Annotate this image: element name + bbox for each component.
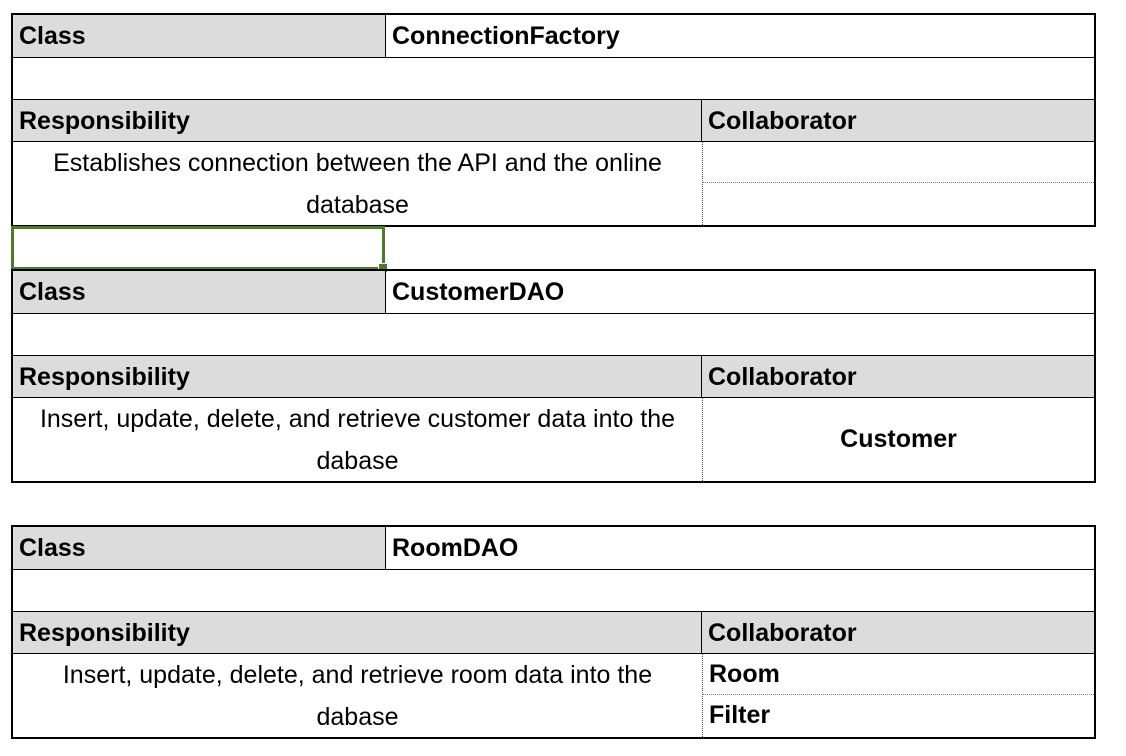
collaborator-item: Customer xyxy=(840,425,957,453)
crc-card-roomdao: Class RoomDAO Responsibility Collaborato… xyxy=(11,525,1096,739)
class-name: ConnectionFactory xyxy=(392,22,620,50)
class-row: Class ConnectionFactory xyxy=(13,15,1094,58)
collaborator-cell[interactable] xyxy=(702,142,1094,225)
class-label-cell[interactable]: Class xyxy=(13,527,386,569)
responsibility-header-cell[interactable]: Responsibility xyxy=(13,356,702,397)
collaborator-header-cell[interactable]: Collaborator xyxy=(702,356,1094,397)
collaborator-cell[interactable]: Room Filter xyxy=(702,654,1094,737)
class-name-cell[interactable]: RoomDAO xyxy=(386,527,1094,569)
class-row: Class CustomerDAO xyxy=(13,271,1094,314)
body-row: Insert, update, delete, and retrieve roo… xyxy=(13,654,1094,737)
crc-card-customerdao: Class CustomerDAO Responsibility Collabo… xyxy=(11,269,1096,483)
class-name: RoomDAO xyxy=(392,534,519,562)
responsibility-text[interactable]: Insert, update, delete, and retrieve roo… xyxy=(62,661,653,731)
responsibility-header-cell[interactable]: Responsibility xyxy=(13,100,702,141)
collaborator-item[interactable] xyxy=(703,142,1094,183)
collaborator-cell[interactable]: Customer xyxy=(702,398,1094,481)
header-row: Responsibility Collaborator xyxy=(13,100,1094,142)
class-row: Class RoomDAO xyxy=(13,527,1094,570)
collaborator-header: Collaborator xyxy=(708,107,857,135)
empty-row[interactable] xyxy=(13,570,1094,612)
empty-row[interactable] xyxy=(13,58,1094,100)
collaborator-header: Collaborator xyxy=(708,619,857,647)
class-label: Class xyxy=(19,534,86,562)
selected-cell[interactable] xyxy=(11,226,388,273)
responsibility-header-cell[interactable]: Responsibility xyxy=(13,612,702,653)
class-name: CustomerDAO xyxy=(392,278,565,306)
class-name-cell[interactable]: CustomerDAO xyxy=(386,271,1094,313)
class-label: Class xyxy=(19,22,86,50)
header-row: Responsibility Collaborator xyxy=(13,612,1094,654)
class-label-cell[interactable]: Class xyxy=(13,271,386,313)
body-row: Establishes connection between the API a… xyxy=(13,142,1094,225)
header-row: Responsibility Collaborator xyxy=(13,356,1094,398)
responsibility-header: Responsibility xyxy=(19,363,190,391)
collaborator-header-cell[interactable]: Collaborator xyxy=(702,100,1094,141)
collaborator-item[interactable]: Room xyxy=(703,654,1094,695)
collaborator-header-cell[interactable]: Collaborator xyxy=(702,612,1094,653)
class-label-cell[interactable]: Class xyxy=(13,15,386,57)
collaborator-item[interactable]: Filter xyxy=(709,701,771,729)
responsibility-header: Responsibility xyxy=(19,619,190,647)
empty-row[interactable] xyxy=(13,314,1094,356)
collaborator-item[interactable] xyxy=(703,183,1094,224)
class-name-cell[interactable]: ConnectionFactory xyxy=(386,15,1094,57)
collaborator-header: Collaborator xyxy=(708,363,857,391)
class-label: Class xyxy=(19,278,86,306)
crc-card-connectionfactory: Class ConnectionFactory Responsibility C… xyxy=(11,13,1096,227)
responsibility-text[interactable]: Establishes connection between the API a… xyxy=(53,149,662,219)
responsibility-header: Responsibility xyxy=(19,107,190,135)
responsibility-text[interactable]: Insert, update, delete, and retrieve cus… xyxy=(39,405,676,475)
body-row: Insert, update, delete, and retrieve cus… xyxy=(13,398,1094,481)
